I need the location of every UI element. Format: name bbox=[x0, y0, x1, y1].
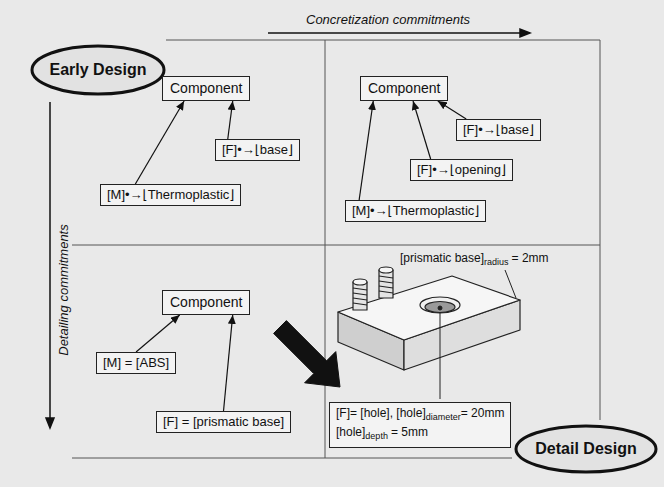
arrow-connector bbox=[136, 315, 180, 352]
material-box: [M]•→⌊Thermoplastic⌋ bbox=[100, 184, 241, 206]
dimension-text: = 2mm bbox=[512, 251, 549, 265]
arrow-connector bbox=[413, 101, 431, 159]
axis-arrow-line bbox=[268, 32, 522, 34]
material-box: [M] = [ABS] bbox=[96, 352, 176, 374]
leader-line bbox=[505, 270, 516, 298]
grid-line bbox=[600, 40, 601, 420]
spec-line: [hole]depth= 5mm bbox=[336, 425, 504, 444]
node-text: Component bbox=[368, 80, 440, 96]
material-box: [M]•→⌊Thermoplastic⌋ bbox=[345, 200, 486, 222]
spec-text: = 5mm bbox=[391, 425, 428, 439]
node-text: Early Design bbox=[50, 61, 147, 79]
ellipse-shape bbox=[516, 426, 656, 472]
spec-text: = 20mm bbox=[461, 406, 505, 420]
phase-ellipse: Early Design bbox=[30, 44, 166, 96]
hole-rim bbox=[420, 297, 460, 313]
axis-label: Concretization commitments bbox=[306, 12, 470, 28]
leader-line bbox=[440, 312, 441, 399]
arrow-connector bbox=[438, 101, 466, 119]
leader-dot bbox=[438, 306, 442, 310]
threaded-stud bbox=[353, 282, 367, 310]
phase-ellipse: Detail Design bbox=[514, 424, 658, 474]
axis-arrow-line bbox=[49, 102, 51, 420]
arrow-connector bbox=[135, 101, 184, 184]
dimension-label: [prismatic base]radius= 2mm bbox=[400, 250, 549, 270]
component-box: Component bbox=[162, 290, 250, 315]
grid-line bbox=[166, 40, 600, 41]
grid-line bbox=[72, 458, 512, 459]
node-text: [M]•→⌊Thermoplastic⌋ bbox=[352, 203, 479, 218]
subscript-text: radius bbox=[484, 257, 509, 267]
spec-text: [hole] bbox=[336, 425, 365, 439]
leader-lines bbox=[438, 270, 516, 399]
node-text: [M]•→⌊Thermoplastic⌋ bbox=[107, 187, 234, 202]
feature-box: [F]•→⌊base⌋ bbox=[456, 119, 541, 141]
node-text: [M] = [ABS] bbox=[103, 355, 169, 370]
ellipse-shape bbox=[32, 46, 164, 94]
stud-thread bbox=[353, 288, 367, 305]
feature-box: [F]•→⌊opening⌋ bbox=[410, 159, 513, 181]
grid-line bbox=[325, 40, 326, 458]
stud-top bbox=[353, 279, 367, 285]
node-text: [F]•→⌊base⌋ bbox=[222, 142, 293, 157]
node-text: Detail Design bbox=[535, 440, 636, 458]
block-top-face bbox=[338, 276, 520, 340]
feature-box: [F] = [prismatic base] bbox=[156, 411, 291, 433]
quadrant-grid bbox=[72, 40, 600, 458]
stud-thread bbox=[379, 276, 393, 293]
grid-line bbox=[72, 245, 600, 246]
hole-bottom bbox=[425, 302, 455, 313]
node-text: [F]•→⌊base⌋ bbox=[463, 122, 534, 137]
axis-label: Detailing commitments bbox=[56, 224, 72, 356]
threaded-stud bbox=[379, 270, 393, 298]
component-box: Component bbox=[360, 76, 448, 101]
hole-spec-box: [F]= [hole], [hole]diameter= 20mm[hole]d… bbox=[329, 402, 511, 448]
axis-arrow-head bbox=[46, 418, 54, 428]
node-text: [F]•→⌊opening⌋ bbox=[417, 162, 506, 177]
big-transition-arrow bbox=[274, 321, 340, 387]
spec-line: [F]= [hole], [hole]diameter= 20mm bbox=[336, 406, 504, 425]
node-text: Component bbox=[170, 294, 242, 310]
node-text: [F] = [prismatic base] bbox=[163, 414, 284, 429]
arrow-connector bbox=[228, 101, 233, 139]
node-text: Component bbox=[170, 80, 242, 96]
component-box: Component bbox=[162, 76, 250, 101]
feature-box: [F]•→⌊base⌋ bbox=[215, 139, 300, 161]
dimension-text: [prismatic base] bbox=[400, 251, 484, 265]
subscript-text: diameter bbox=[426, 412, 461, 422]
part-illustration bbox=[338, 267, 520, 370]
spec-text: [F]= [hole], [hole] bbox=[336, 406, 426, 420]
axis-arrow-head bbox=[520, 29, 530, 37]
stud-top bbox=[379, 267, 393, 273]
arrow-connector bbox=[224, 315, 233, 411]
subscript-text: depth bbox=[365, 431, 388, 441]
arrow-connector bbox=[359, 101, 373, 200]
